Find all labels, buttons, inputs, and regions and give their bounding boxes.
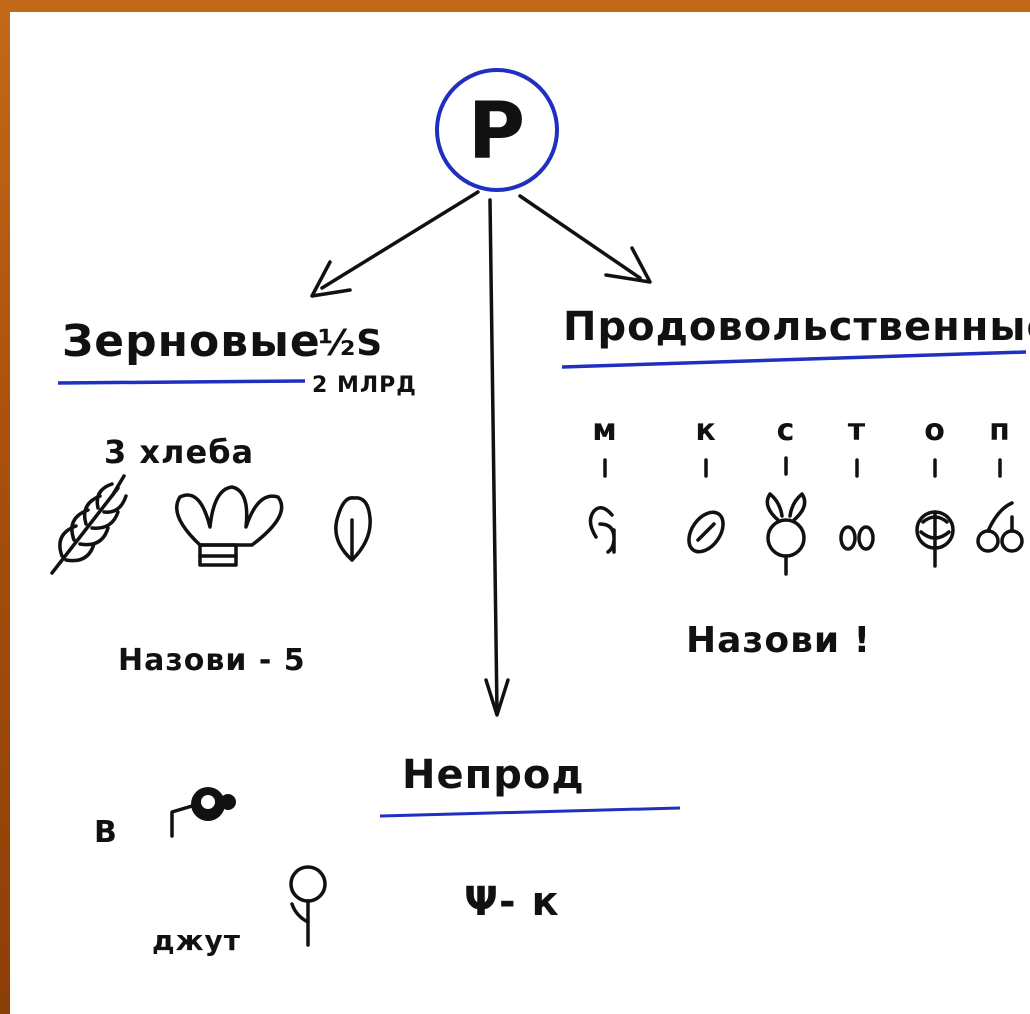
sugarcane-icon <box>588 506 616 554</box>
bottom-underline <box>379 806 681 818</box>
bottom-title: Непрод <box>402 752 585 798</box>
item-jute: джут <box>152 924 241 957</box>
left-fraction: ½S <box>318 323 383 364</box>
cotton-bowl-icon <box>170 787 236 838</box>
berries-icon <box>976 501 1024 553</box>
left-amount: 2 МЛРД <box>312 373 417 398</box>
beet-icon <box>765 492 807 576</box>
letter-t: т <box>848 413 866 448</box>
right-task: Назови ! <box>686 620 871 661</box>
letter-p: п <box>989 413 1011 448</box>
letter-s: с <box>777 413 796 448</box>
item-psi: Ψ- к <box>464 879 560 925</box>
left-title: Зерновые <box>62 316 321 367</box>
arrow-center <box>484 198 510 717</box>
root-letter: Р <box>468 87 526 177</box>
rice-icon <box>175 485 284 567</box>
cabbage-icon <box>915 510 955 568</box>
left-task: Назови - 5 <box>118 643 306 678</box>
letter-o: о <box>924 413 946 448</box>
letter-m: м <box>592 413 618 448</box>
letter-k: к <box>695 413 716 448</box>
tomato-icon <box>839 525 875 551</box>
wheat-icon <box>50 474 128 575</box>
left-underline <box>57 379 306 385</box>
right-underline <box>561 350 1027 369</box>
right-letters: м к с т о п <box>592 413 1011 448</box>
corn-icon <box>334 496 372 562</box>
arrow-left <box>310 190 480 298</box>
item-b: В <box>94 815 118 850</box>
flax-flower-icon <box>289 865 327 947</box>
left-subtitle: 3 хлеба <box>104 433 254 471</box>
right-title: Продовольственные <box>563 304 1030 350</box>
right-ticks <box>603 456 1002 478</box>
paper-sheet <box>10 12 1030 1014</box>
potato-icon <box>687 510 725 554</box>
arrow-right <box>518 194 652 284</box>
root-node: Р <box>435 68 559 192</box>
